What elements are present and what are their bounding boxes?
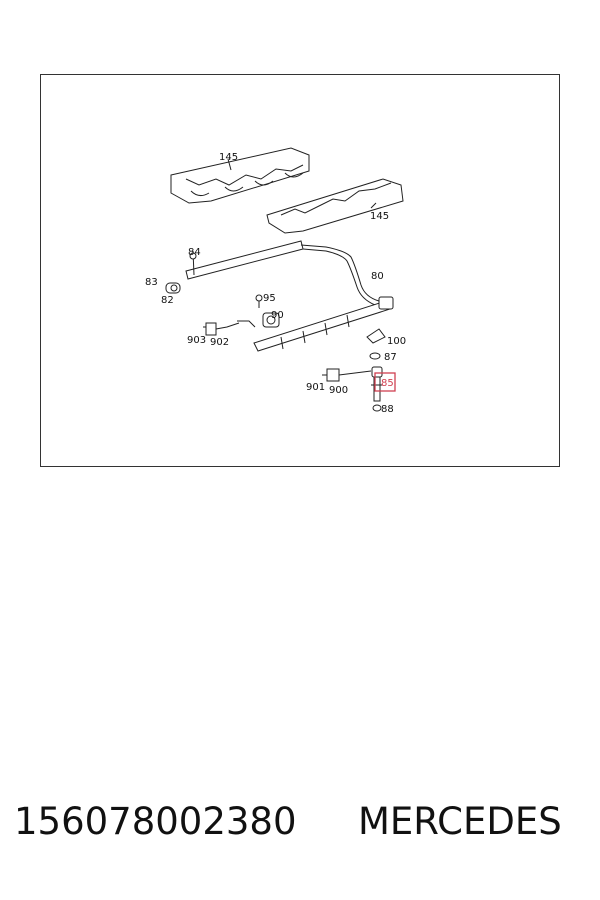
injector-group: [322, 328, 396, 412]
callout-901: 901: [306, 382, 325, 393]
clamp-100: [366, 328, 386, 344]
callout-145-upper: 145: [219, 152, 238, 163]
connector-902: [205, 322, 217, 336]
callout-95: 95: [263, 293, 276, 304]
fuel-rail-upper: [165, 240, 387, 308]
callout-145-lower: 145: [370, 211, 389, 222]
callout-88: 88: [381, 404, 394, 415]
injector-85: [373, 376, 381, 402]
engine-cover-upper: [170, 147, 310, 204]
parts-diagram: 145 145 84 83 82 80 95 90 903 902 100 87…: [145, 147, 406, 415]
footer: 156078002380 MERCEDES: [0, 800, 600, 860]
parts-diagram-frame: 145 145 84 83 82 80 95 90 903 902 100 87…: [40, 74, 560, 467]
callout-902: 902: [210, 337, 229, 348]
callout-100: 100: [387, 336, 406, 347]
connector-900: [326, 368, 340, 382]
engine-cover-lower: [266, 178, 404, 234]
brand-name: MERCEDES: [358, 800, 562, 843]
seal-88: [372, 404, 382, 412]
highlight-box-85: [374, 372, 396, 392]
callout-85: 85: [381, 378, 394, 389]
callout-87: 87: [384, 352, 397, 363]
callout-90: 90: [271, 310, 284, 321]
callout-900: 900: [329, 385, 348, 396]
part-number: 156078002380: [14, 800, 297, 843]
callout-903: 903: [187, 335, 206, 346]
callout-84: 84: [188, 247, 201, 258]
seal-87: [369, 352, 381, 360]
fuel-rail-lower: [203, 294, 394, 352]
callout-80: 80: [371, 271, 384, 282]
callout-82: 82: [161, 295, 174, 306]
callout-83: 83: [145, 277, 158, 288]
sensor-90: [262, 312, 280, 328]
